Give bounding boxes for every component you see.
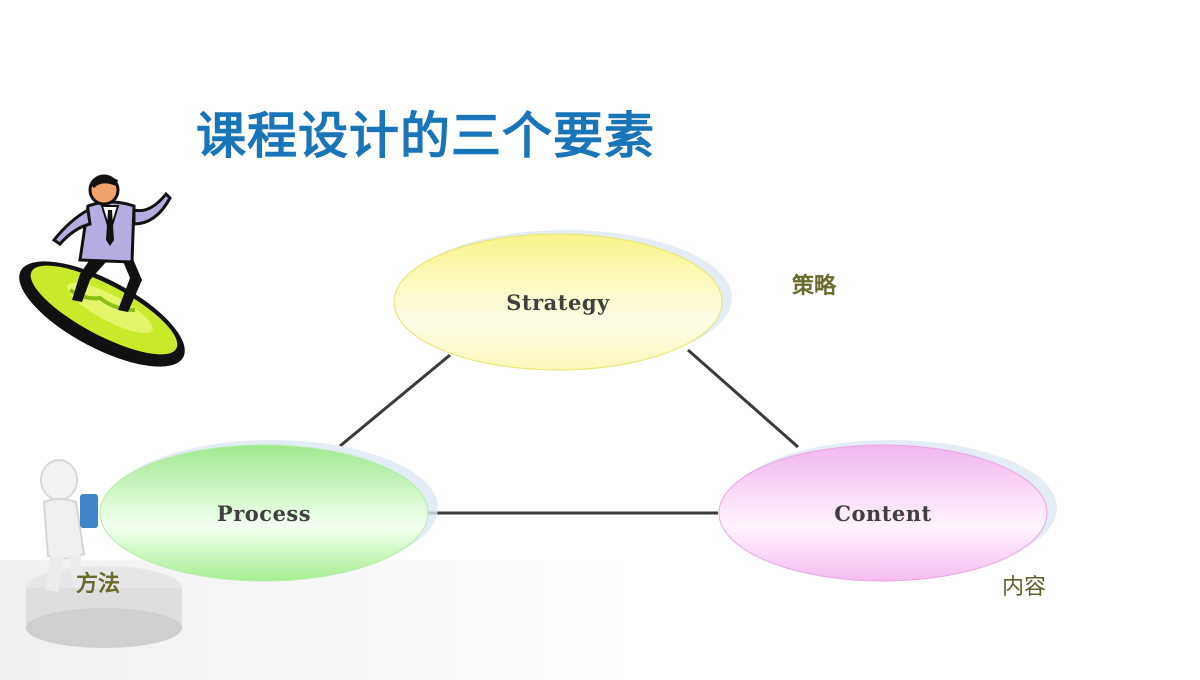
content-cn-label: 内容 (1002, 575, 1047, 600)
connector-strategy-content (687, 348, 799, 449)
3d-figure-at-podium-icon (26, 459, 182, 648)
node-strategy-label: Strategy (506, 290, 610, 315)
node-process: Process (99, 440, 438, 582)
node-content: Content (718, 440, 1057, 582)
strategy-cn-label: 策略 (792, 274, 837, 299)
surfing-businessman-icon (19, 174, 185, 367)
process-cn-label: 方法 (76, 572, 121, 597)
node-content-label: Content (834, 501, 932, 526)
connector-strategy-process (339, 353, 451, 448)
page-title: 课程设计的三个要素 (196, 107, 655, 165)
node-process-label: Process (217, 501, 311, 526)
node-strategy: Strategy (393, 230, 732, 371)
